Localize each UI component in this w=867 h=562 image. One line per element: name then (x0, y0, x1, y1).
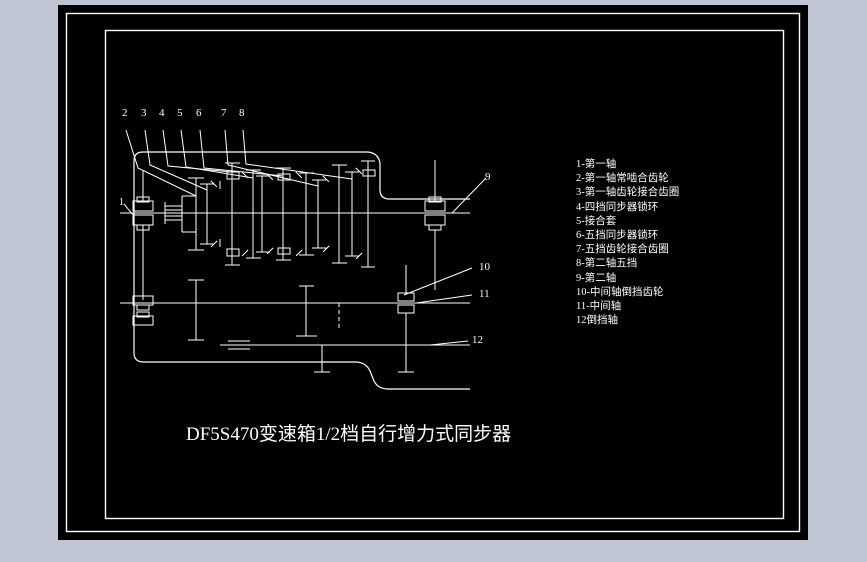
leader-line-1 (123, 203, 135, 217)
parts-legend: 1-第一轴 2-第一轴常啮合齿轮 3-第一轴齿轮接合齿圈 4-四挡同步器锁环 5… (576, 158, 756, 328)
callout-number-7: 7 (221, 107, 227, 119)
legend-item: 1-第一轴 (576, 159, 617, 170)
callout-number-3: 3 (141, 107, 147, 119)
callout-number-4: 4 (159, 107, 165, 119)
callout-number-10: 10 (479, 261, 490, 273)
callout-number-12: 12 (472, 334, 483, 346)
legend-item: 8-第二轴五挡 (576, 258, 638, 270)
callout-number-5: 5 (177, 107, 183, 119)
drawing-sheet (58, 5, 808, 540)
input-shaft-assembly (132, 171, 154, 326)
leader-lines-right (403, 177, 487, 346)
callout-number-2: 2 (122, 107, 128, 119)
legend-item: 11-中间轴 (576, 301, 622, 313)
callout-number-1: 1 (119, 197, 124, 208)
sheet-border-inner (104, 29, 785, 520)
callout-number-11: 11 (479, 288, 490, 300)
reverse-idler-shaft (228, 340, 440, 373)
legend-item: 10-中间轴倒挡齿轮 (576, 286, 664, 298)
sheet-border-outer (65, 12, 801, 533)
legend-item: 6-五挡同步器锁环 (576, 230, 659, 242)
legend-item: 5-接合套 (576, 215, 617, 227)
legend-item: 7-五挡齿轮接合齿圈 (576, 244, 669, 256)
countershaft-assembly (188, 265, 415, 360)
legend-item: 3-第一轴齿轮接合齿圈 (576, 187, 680, 199)
housing-outline (133, 151, 470, 390)
callout-number-9: 9 (485, 171, 491, 183)
gear-constant-mesh (164, 195, 196, 233)
legend-item: 9-第二轴 (576, 272, 617, 284)
leader-lines-top (125, 129, 353, 197)
output-shaft-bearings (424, 160, 446, 290)
countershaft-gears (188, 213, 375, 268)
legend-item: 2-第一轴常啮合齿轮 (576, 173, 669, 185)
shaft-centerlines (120, 212, 470, 346)
legend-item: 4-四挡同步器锁环 (576, 201, 659, 213)
drawing-title: DF5S470变速箱1/2档自行增力式同步器 (186, 424, 512, 445)
legend-item: 12倒挡轴 (576, 315, 618, 327)
callout-number-6: 6 (196, 107, 202, 119)
callout-number-8: 8 (239, 107, 245, 119)
